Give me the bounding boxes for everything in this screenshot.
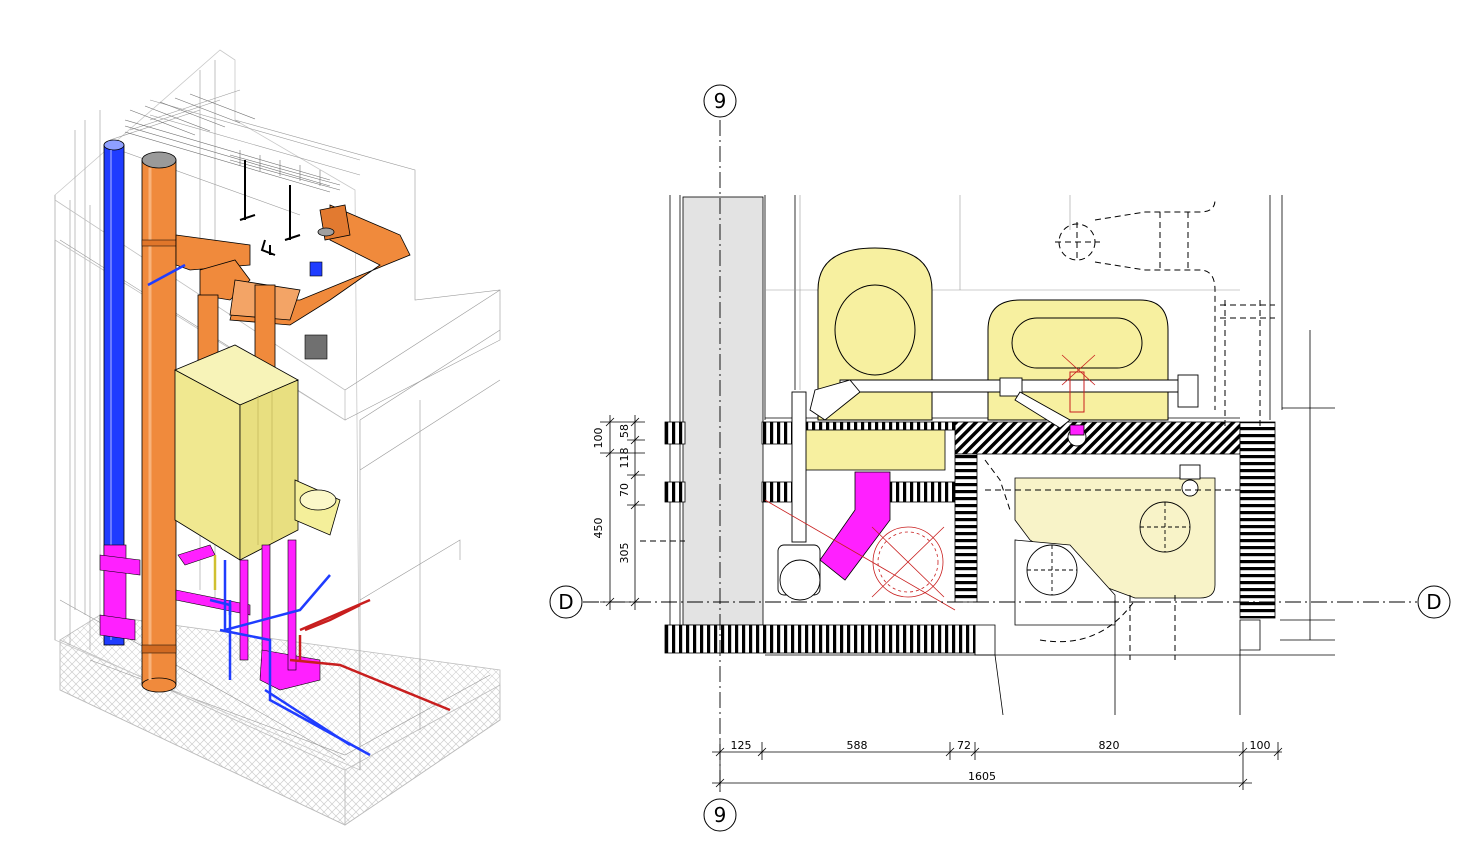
floor-drains: [1026, 501, 1191, 596]
shower-tray: [1014, 477, 1216, 626]
valve: [309, 261, 323, 277]
cistern: [804, 429, 946, 471]
boiler-unit: [174, 344, 299, 561]
socket-box: [304, 334, 328, 360]
wc-pan-right: [987, 299, 1169, 421]
dim-v-305: 305: [618, 543, 631, 564]
svg-text:9: 9: [714, 89, 727, 113]
dim-v-100: 100: [592, 428, 605, 449]
svg-text:D: D: [1426, 590, 1441, 614]
dim-h-820: 820: [1099, 739, 1120, 752]
wall-frame: [54, 49, 501, 771]
grid-marker-9-bottom: 9: [703, 798, 737, 832]
svg-text:D: D: [558, 590, 573, 614]
grid-marker-9-top: 9: [703, 84, 737, 118]
vertical-dimensions: [600, 415, 645, 610]
wash-basin: [294, 479, 341, 536]
horizontal-dimensions: [712, 740, 1283, 790]
grid-marker-d-left: D: [549, 585, 583, 619]
dim-h-588: 588: [847, 739, 868, 752]
clearance-circle: [764, 354, 1096, 611]
floor-slab: [59, 614, 501, 826]
grating: [124, 93, 341, 193]
fittings: [239, 160, 301, 256]
flue-column: [141, 151, 177, 693]
plan-view: 9 9 D D 125 588 72 820 100: [549, 84, 1451, 832]
dim-v-58: 58: [618, 424, 631, 438]
flue-ducts: [175, 204, 411, 386]
wc-pan-left: [817, 247, 933, 421]
hatched-walls: [664, 421, 1276, 654]
waste-pipes: [99, 539, 321, 691]
dashed-overhead: [974, 199, 1275, 716]
dim-v-total: 450: [592, 518, 605, 539]
dim-h-100: 100: [1250, 739, 1271, 752]
grid-marker-d-right: D: [1417, 585, 1451, 619]
plan-magenta-branch: [819, 424, 1085, 581]
dim-v-70: 70: [618, 483, 631, 497]
dim-h-72: 72: [957, 739, 971, 752]
gridlines: [583, 120, 1417, 795]
dim-h-125: 125: [731, 739, 752, 752]
isometric-view: [54, 49, 501, 826]
svg-text:9: 9: [714, 803, 727, 827]
dim-v-118: 118: [618, 448, 631, 469]
dim-h-total: 1605: [968, 770, 996, 783]
plan-waste-pipes: [777, 374, 1201, 601]
distribution-pipes: [147, 263, 451, 757]
